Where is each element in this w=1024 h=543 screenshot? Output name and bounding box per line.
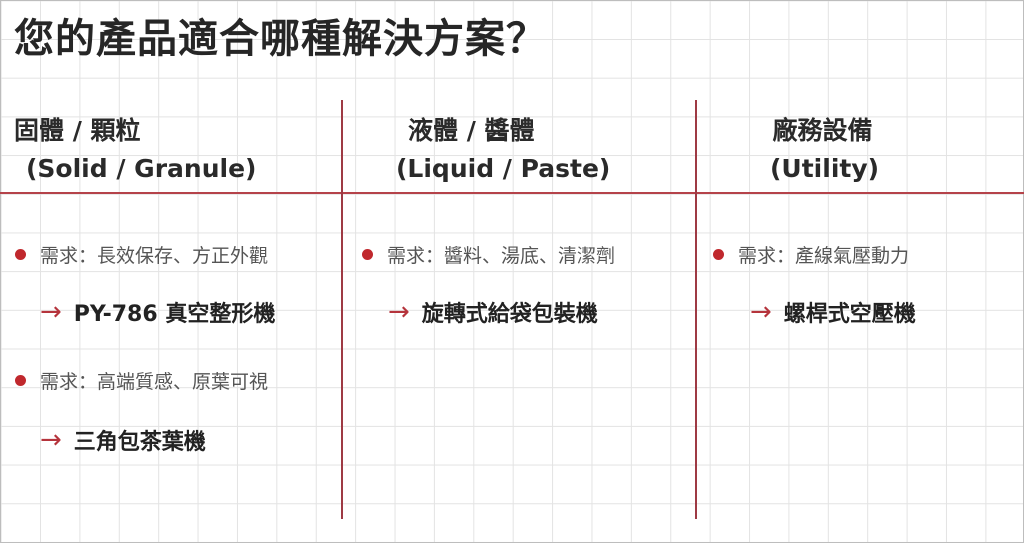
need-text: 需求：高端質感、原葉可視 xyxy=(40,371,269,393)
solution-text: 螺桿式空壓機 xyxy=(783,302,916,327)
need-text: 需求：產線氣壓動力 xyxy=(738,245,910,267)
bullet-icon xyxy=(15,249,26,260)
column-heading-utility: 廠務設備 (Utility) xyxy=(766,112,879,188)
bullet-icon xyxy=(15,375,26,386)
column-heading-en: (Solid / Granule) xyxy=(26,154,257,183)
need-text: 需求：醬料、湯底、清潔劑 xyxy=(387,245,616,267)
column-divider-1 xyxy=(341,100,343,519)
solution-item: → PY-786 真空整形機 xyxy=(40,296,275,328)
need-item: 需求：高端質感、原葉可視 xyxy=(15,367,268,394)
column-divider-2 xyxy=(695,100,697,519)
need-item: 需求：醬料、湯底、清潔劑 xyxy=(362,241,615,268)
solution-item: → 三角包茶葉機 xyxy=(40,424,206,456)
bullet-icon xyxy=(713,249,724,260)
solution-text: 旋轉式給袋包裝機 xyxy=(421,302,598,327)
column-heading-en: (Liquid / Paste) xyxy=(396,154,611,183)
arrow-right-icon: → xyxy=(40,425,62,455)
solution-text: PY-786 真空整形機 xyxy=(73,302,276,327)
need-item: 需求：產線氣壓動力 xyxy=(713,241,909,268)
header-divider xyxy=(0,192,1024,194)
column-heading-zh: 固體 / 顆粒 xyxy=(14,116,141,145)
solution-item: → 螺桿式空壓機 xyxy=(750,296,916,328)
arrow-right-icon: → xyxy=(750,297,772,327)
solution-text: 三角包茶葉機 xyxy=(73,430,206,455)
need-text: 需求：長效保存、方正外觀 xyxy=(40,245,269,267)
arrow-right-icon: → xyxy=(40,297,62,327)
page-title: 您的產品適合哪種解決方案？ xyxy=(14,16,547,62)
bullet-icon xyxy=(362,249,373,260)
column-heading-liquid: 液體 / 醬體 (Liquid / Paste) xyxy=(396,112,610,188)
need-item: 需求：長效保存、方正外觀 xyxy=(15,241,268,268)
column-heading-solid: 固體 / 顆粒 (Solid / Granule) xyxy=(14,112,256,188)
arrow-right-icon: → xyxy=(388,297,410,327)
column-heading-zh: 液體 / 醬體 xyxy=(408,116,535,145)
solution-item: → 旋轉式給袋包裝機 xyxy=(388,296,598,328)
column-heading-en: (Utility) xyxy=(770,154,880,183)
column-heading-zh: 廠務設備 xyxy=(772,116,873,145)
